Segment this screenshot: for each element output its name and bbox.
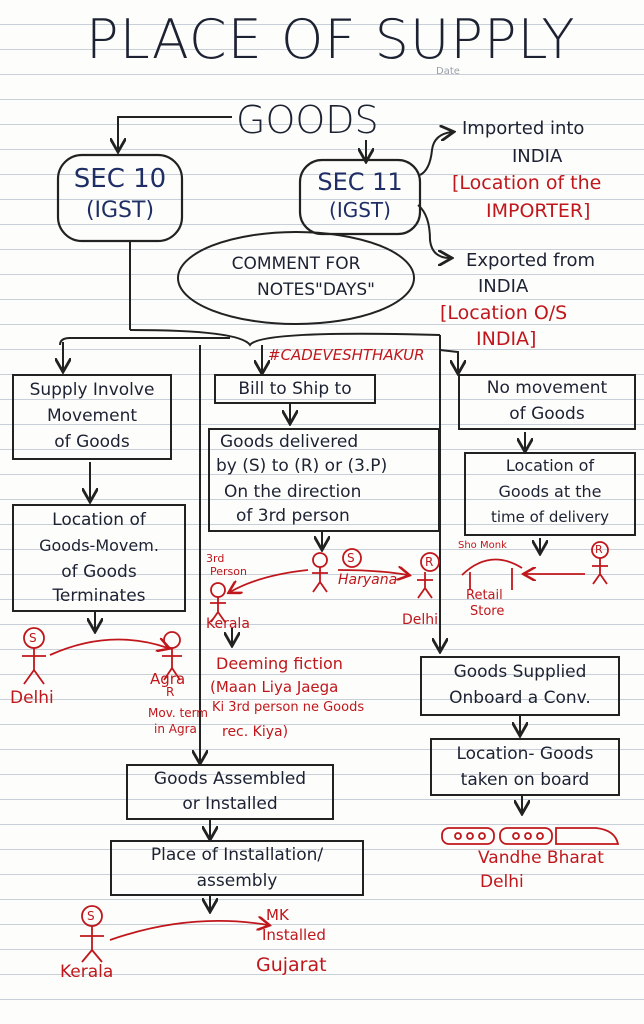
imported-line2: INDIA [512,146,563,167]
col1-box2-line4: Terminates [52,586,146,606]
col2-kerala: Kerala [206,616,250,632]
onboard-box1-line2: Onboard a Conv. [449,688,591,708]
assembled-box2-line2: assembly [196,871,278,891]
col3-box2-line3: time of delivery [490,508,610,526]
sec11-subtitle: (IGST) [329,198,391,222]
goods-heading: GOODS [236,98,379,142]
assembled-box1-line2: or Installed [182,794,278,814]
assembled-to: Gujarat [256,954,327,976]
assembled-from: Kerala [60,962,114,982]
col2-delhi: Delhi [402,612,439,628]
assembled-box-goods: Goods Assembled or Installed [126,764,334,820]
col1-box2-line1: Location of [52,510,146,530]
col3-r-label: R [595,543,603,556]
col2-box2-line1: Goods delivered [220,432,359,452]
imported-line1: Imported into [462,118,585,139]
col2-deeming-line4: rec. Kiya) [222,724,289,740]
col3-store-line1: Retail [466,588,503,603]
col1-box1-line2: Movement [46,406,138,426]
exported-line3: [Location O/S [440,302,568,324]
col2-box-delivered: Goods delivered by (S) to (R) or (3.P) O… [208,428,440,532]
imported-line3: [Location of the [452,172,602,194]
col2-deeming-line1: Deeming fiction [216,654,343,673]
col2-box1-label: Bill to Ship to [238,379,352,399]
col2-deeming-line2: (Maan Liya Jaega [210,678,339,696]
col2-box2-line4: of 3rd person [236,506,350,526]
col2-third-line1: 3rd [206,552,225,565]
exported-line1: Exported from [466,250,596,271]
col2-box2-line2: by (S) to (R) or (3.P) [216,456,388,476]
col2-deeming-line3: Ki 3rd person ne Goods [212,700,365,715]
col2-box-bill-to-ship-to: Bill to Ship to [214,374,376,404]
onboard-box1-line1: Goods Supplied [453,662,587,682]
col1-box1-line3: of Goods [54,432,130,452]
col3-box1-line1: No movement [486,378,608,398]
col3-box2-line1: Location of [505,456,595,475]
col3-sign: Sho Monk [458,540,507,551]
col1-box2-line2: Goods-Movem. [39,536,159,555]
col3-box-location: Location of Goods at the time of deliver… [464,452,636,536]
col1-note-line2: in Agra [154,722,197,736]
sec10-title: SEC 10 [73,164,167,194]
col2-box2-line3: On the direction [224,482,362,502]
col2-r-label: R [425,555,434,569]
assembled-s-label: S [87,909,95,923]
onboard-box-supplied: Goods Supplied Onboard a Conv. [420,656,620,716]
col1-box-terminates: Location of Goods-Movem. of Goods Termin… [12,504,186,612]
col1-from-city: Delhi [10,688,54,708]
col3-store-line2: Store [470,604,505,619]
onboard-box2-line2: taken on board [460,770,590,790]
col1-box1-line1: Supply Involve [29,380,155,400]
col1-to-city: Agra [150,670,186,688]
sec10-subtitle: (IGST) [85,198,155,223]
col1-r-label: R [166,685,175,699]
assembled-box1-line1: Goods Assembled [153,769,307,789]
exported-line4: INDIA] [476,328,537,350]
col3-box2-line2: Goods at the [498,482,602,501]
sec11-title: SEC 11 [317,168,403,196]
comment-line2: NOTES"DAYS" [257,280,375,300]
assembled-box-place: Place of Installation/ assembly [110,840,364,896]
assembled-mk-line2: Installed [262,926,326,944]
col2-s-label: S [347,551,355,565]
assembled-mk-line1: MK [266,906,289,924]
col3-box1-line2: of Goods [509,404,585,424]
onboard-box2-line1: Location- Goods [456,744,594,764]
onboard-train-name: Vandhe Bharat [478,848,604,868]
imported-line4: IMPORTER] [486,200,591,222]
assembled-box2-line1: Place of Installation/ [150,845,324,865]
col1-s-label: S [29,631,37,645]
col1-box-movement: Supply Involve Movement of Goods [12,374,172,460]
page-title: PLACE OF SUPPLY [86,8,576,71]
hashtag: #CADEVESHTHAKUR [268,346,425,364]
onboard-city: Delhi [480,872,524,892]
comment-line1: COMMENT FOR [231,254,361,274]
col2-third-line2: Person [210,565,247,578]
onboard-box-location: Location- Goods taken on board [430,738,620,796]
col3-box-no-movement: No movement of Goods [458,374,636,430]
exported-line2: INDIA [478,276,529,297]
col2-haryana: Haryana [338,572,398,588]
col1-box2-line3: of Goods [61,562,137,582]
col1-note-line1: Mov. term [148,706,208,720]
date-header: Date [436,66,460,77]
